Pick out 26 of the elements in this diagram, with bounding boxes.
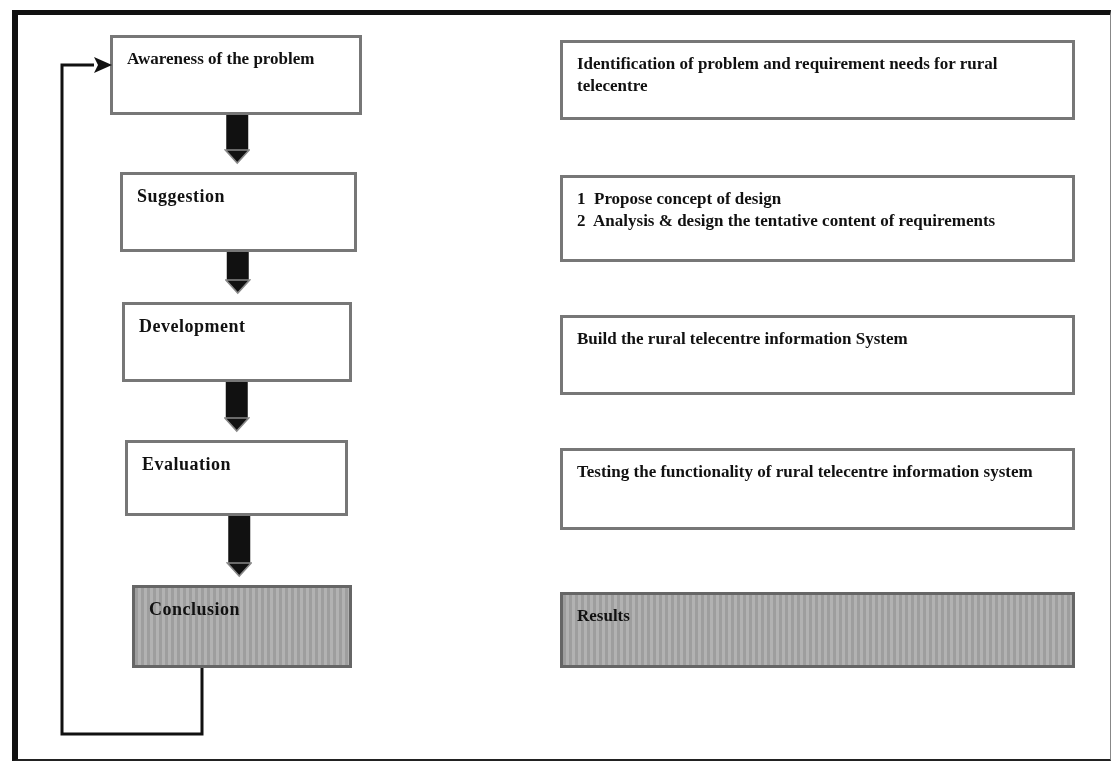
step-box (125, 440, 348, 516)
block-arrow (224, 115, 250, 164)
description-box (560, 40, 1075, 120)
box-text: 1 Propose concept of design (577, 188, 783, 210)
box-text: 2 Analysis & design the tentative content of requirements (577, 210, 997, 233)
block-arrow (225, 252, 251, 294)
description-box (560, 315, 1075, 395)
block-arrow (224, 382, 250, 432)
description-box (560, 448, 1075, 530)
shaded-box (132, 585, 352, 668)
description-box (560, 175, 1075, 262)
step-box (110, 35, 362, 115)
box-text: Awareness of the problem (127, 48, 316, 70)
box-text: Build the rural telecentre information System (577, 328, 909, 350)
box-text: Conclusion (149, 598, 242, 621)
shaded-box (560, 592, 1075, 668)
step-box (122, 302, 352, 382)
box-text: Development (139, 315, 247, 338)
box-text: Evaluation (142, 453, 233, 476)
box-text: Testing the functionality of rural telecentre information system (577, 461, 1034, 483)
feedback-arrow (60, 57, 204, 736)
box-text: Results (577, 605, 631, 627)
block-arrow (226, 516, 252, 577)
step-box (120, 172, 357, 252)
box-text: Suggestion (137, 185, 227, 208)
box-text: Identification of problem and requirement needs for rural telecentre (577, 53, 999, 98)
